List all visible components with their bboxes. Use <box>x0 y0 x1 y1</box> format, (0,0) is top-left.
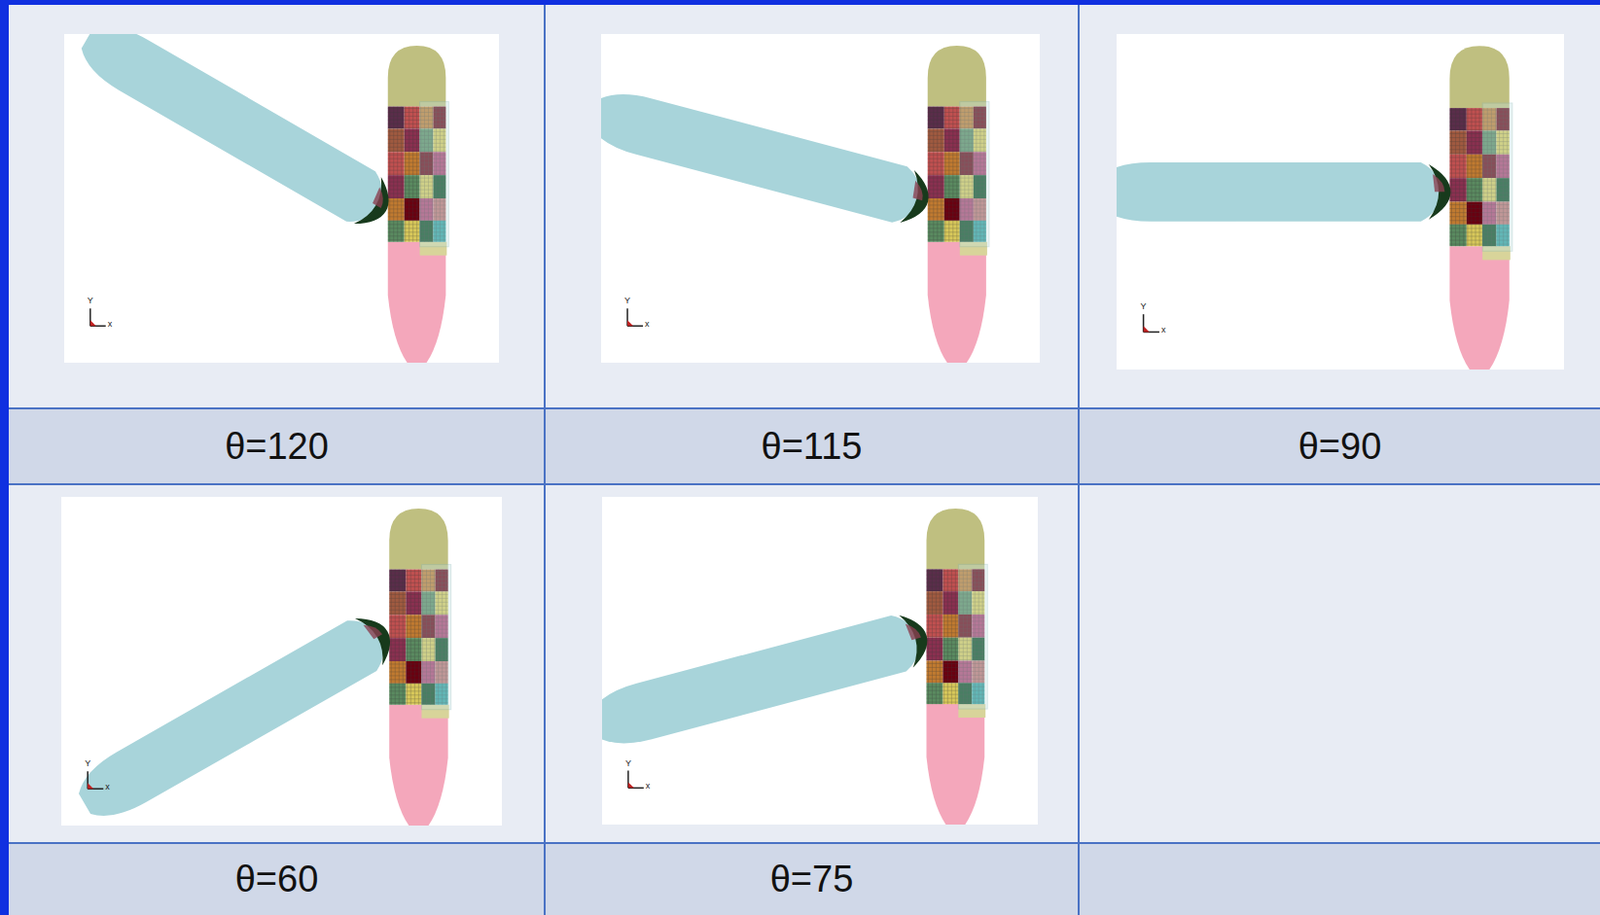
axis-label: Y <box>624 296 631 306</box>
collision-illustration <box>601 34 1040 363</box>
table-cell: θ=90 <box>1079 409 1600 484</box>
axis-label: x <box>107 320 113 329</box>
axis-label: Y <box>87 296 94 306</box>
axis-label: x <box>1161 325 1167 335</box>
axis-label: x <box>644 320 650 329</box>
angle-label: θ=60 <box>235 858 320 901</box>
angle-label: θ=120 <box>224 426 329 468</box>
angle-label: θ=90 <box>1298 426 1383 468</box>
collision-illustration <box>602 497 1038 825</box>
simulation-image: Yx <box>601 34 1040 363</box>
axis-label: x <box>645 782 651 791</box>
simulation-image: Yx <box>61 497 502 826</box>
angle-label: θ=75 <box>770 858 854 901</box>
axis-label: Y <box>1140 302 1147 312</box>
table-cell: θ=75 <box>545 844 1078 915</box>
table-cell: θ=60 <box>9 844 544 915</box>
angle-label: θ=115 <box>761 426 863 468</box>
collision-illustration <box>1116 34 1565 370</box>
simulation-image: Yx <box>602 497 1038 825</box>
table-cell: θ=115 <box>545 409 1078 484</box>
simulation-image: Yx <box>64 34 499 363</box>
collision-illustration <box>64 34 499 363</box>
collision-illustration <box>61 497 502 826</box>
simulation-image: Yx <box>1116 34 1565 370</box>
axis-label: Y <box>84 759 91 769</box>
table-cell: θ=120 <box>9 409 544 484</box>
axis-label: Y <box>625 759 632 769</box>
axis-label: x <box>105 782 110 792</box>
